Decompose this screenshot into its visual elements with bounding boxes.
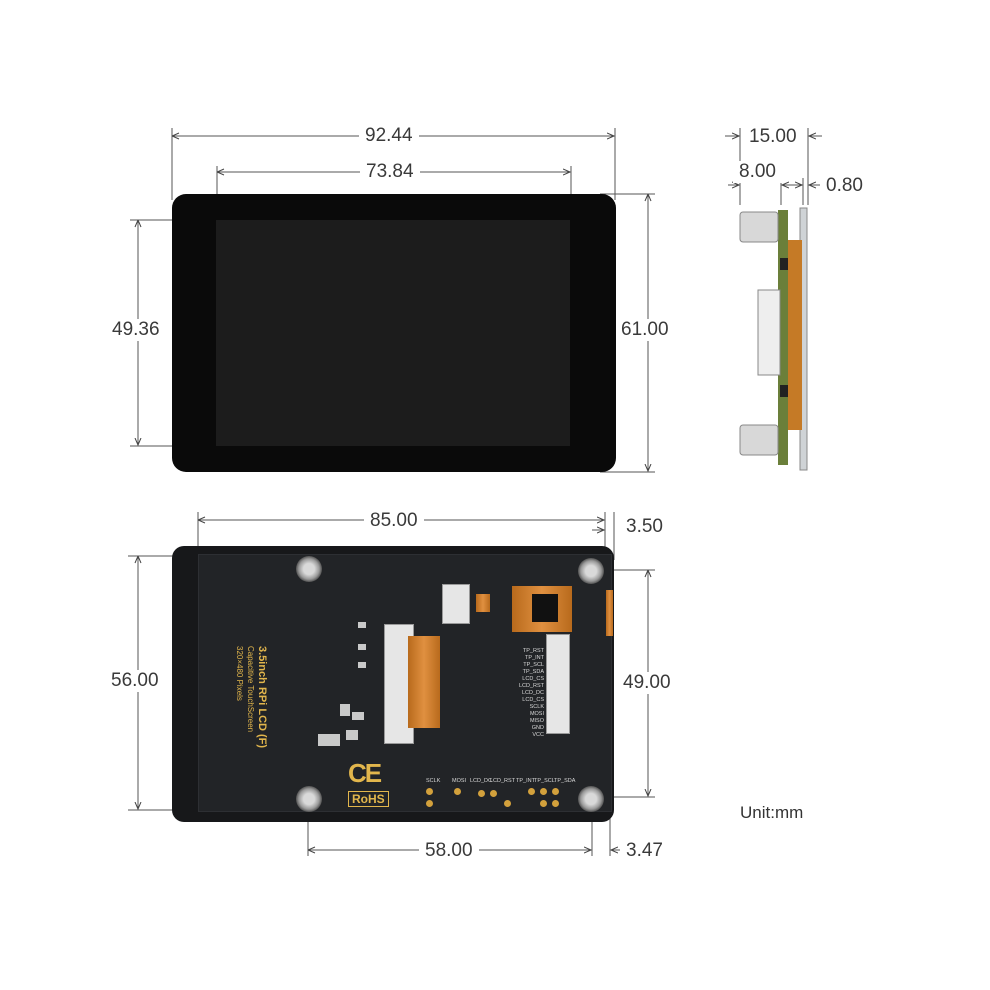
test-pad (528, 788, 535, 795)
smd-component (352, 712, 364, 720)
smd-component (358, 622, 366, 628)
test-pad (552, 788, 559, 795)
dim-side-total: 15.00 (743, 126, 803, 148)
dim-back-height: 56.00 (105, 670, 165, 692)
test-label: TP_SCL (534, 778, 555, 784)
side-view (738, 200, 810, 472)
test-pad (490, 790, 497, 797)
smd-component (358, 662, 366, 668)
pin-labels: TP_RST TP_INT TP_SCL TP_SDA LCD_CS LCD_R… (512, 648, 544, 739)
pin-header (546, 634, 570, 734)
smd-component (340, 704, 350, 716)
dim-front-width: 92.44 (359, 125, 419, 147)
dim-back-width: 85.00 (364, 510, 424, 532)
pin-label: MISO (529, 718, 544, 724)
pin-label: GND (531, 725, 544, 731)
test-pad (426, 788, 433, 795)
test-label: TP_SDA (554, 778, 576, 784)
test-label: LCD_DC (470, 778, 493, 784)
pin-label: TP_SDA (522, 669, 544, 675)
smd-component (318, 734, 340, 746)
test-pad (454, 788, 461, 795)
pin-label: LCD_CS (522, 697, 544, 703)
pin-label: SCLK (529, 704, 544, 710)
small-flex (476, 594, 490, 612)
pin-label: LCD_CS (522, 676, 544, 682)
mounting-hole-top-left (296, 556, 322, 582)
back-view-panel: 3.5inch RPi LCD (F) Capacitive TouchScre… (172, 546, 614, 822)
small-connector (442, 584, 470, 624)
dim-side-pcb: 8.00 (733, 161, 782, 183)
mounting-hole-top-right (578, 558, 604, 584)
dim-side-glass: 0.80 (820, 175, 869, 197)
dim-screen-width: 73.84 (360, 161, 420, 183)
flex-cable (408, 636, 440, 728)
pin-label: TP_SCL (523, 662, 544, 668)
pin-label: LCD_DC (521, 690, 544, 696)
test-pad (540, 788, 547, 795)
front-view-panel (172, 194, 616, 472)
test-pad (552, 800, 559, 807)
pin-label: LCD_RST (518, 683, 544, 689)
test-label: LCD_RST (490, 778, 516, 784)
dim-screen-height: 49.36 (106, 319, 166, 341)
test-pad (478, 790, 485, 797)
mounting-hole-bottom-left (296, 786, 322, 812)
pin-label: TP_INT (525, 655, 544, 661)
edge-flex (606, 590, 613, 636)
pcb-title: 3.5inch RPi LCD (F) (256, 646, 268, 749)
dim-front-height: 61.00 (615, 319, 675, 341)
dim-hole-vertical: 49.00 (617, 672, 677, 694)
test-pad (426, 800, 433, 807)
pin-label: MOSI (529, 711, 544, 717)
dim-back-offset: 3.50 (620, 516, 669, 538)
ce-mark: CE (348, 758, 382, 788)
pcb-subtitle: Capacitive TouchScreen (246, 646, 255, 733)
pin-label: TP_RST (522, 648, 544, 654)
dim-right-offset: 3.47 (620, 840, 669, 862)
pcb-pixels: 320×480 Pixels (235, 646, 244, 701)
pin-label: VCC (532, 732, 544, 738)
test-pad (504, 800, 511, 807)
rohs-mark: RoHS (348, 791, 389, 807)
unit-label: Unit:mm (740, 803, 804, 822)
test-pad (540, 800, 547, 807)
touch-ic (532, 594, 558, 622)
display-area (216, 220, 570, 446)
test-label: TP_INT (516, 778, 535, 784)
smd-component (346, 730, 358, 740)
smd-component (358, 644, 366, 650)
side-view-drawing (739, 207, 808, 471)
test-label: SCLK (426, 778, 441, 784)
test-label: MOSI (452, 778, 467, 784)
mounting-hole-bottom-right (578, 786, 604, 812)
dim-hole-horizontal: 58.00 (419, 840, 479, 862)
